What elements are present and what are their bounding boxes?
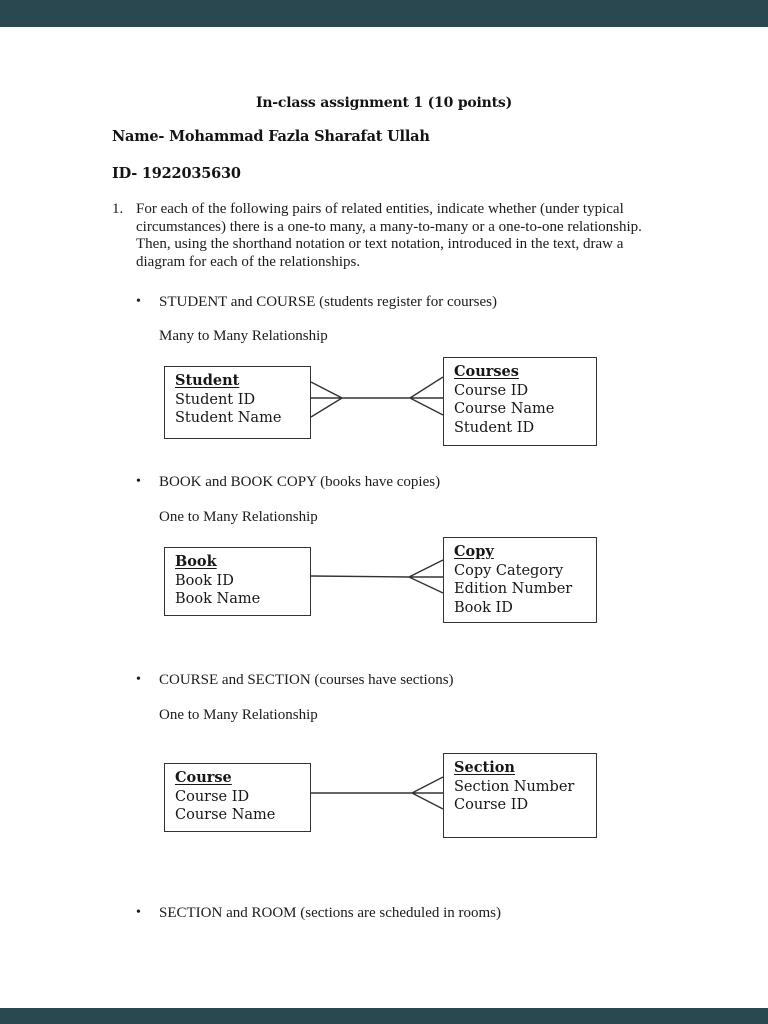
entity-attribute: Course ID (454, 797, 529, 813)
bullet-item-section-room: • SECTION and ROOM (sections are schedul… (136, 905, 501, 922)
bullet-icon: • (136, 905, 141, 920)
bullet-icon: • (136, 672, 141, 687)
student-id-line: ID- 1922035630 (112, 165, 241, 182)
bullet-item-student-course: • STUDENT and COURSE (students register … (136, 294, 497, 311)
relationship-label-3: One to Many Relationship (159, 707, 318, 723)
entity-attribute: Course Name (454, 401, 555, 417)
question-line-2: circumstances) there is a one-to many, a… (136, 218, 642, 235)
relationship-label-2: One to Many Relationship (159, 509, 318, 525)
entity-box-section: Section Section Number Course ID (443, 753, 597, 838)
viewer-top-bar (0, 0, 768, 27)
entity-box-student: Student Student ID Student Name (164, 366, 311, 439)
bullet-label: STUDENT and COURSE (students register fo… (159, 294, 498, 310)
page-title: In-class assignment 1 (10 points) (255, 95, 513, 111)
entity-title-section: Section (454, 759, 515, 776)
crowfoot-connector-many-to-many (310, 376, 444, 418)
entity-attribute: Edition Number (454, 581, 573, 597)
question-line-4: diagram for each of the relationships. (136, 253, 361, 270)
bullet-icon: • (136, 474, 141, 489)
question-line-3: Then, using the shorthand notation or te… (136, 236, 624, 253)
bullet-item-course-section: • COURSE and SECTION (courses have secti… (136, 672, 454, 689)
entity-attribute: Book Name (175, 591, 261, 607)
crowfoot-connector-one-to-many-book (310, 559, 444, 594)
entity-box-book: Book Book ID Book Name (164, 547, 311, 616)
bullet-label: BOOK and BOOK COPY (books have copies) (159, 474, 441, 490)
entity-box-course: Course Course ID Course Name (164, 763, 311, 832)
entity-attribute: Course ID (175, 788, 250, 805)
crowfoot-connector-one-to-many-course (311, 776, 444, 810)
entity-attribute: Course Name (175, 807, 276, 823)
entity-title-copy: Copy (454, 543, 494, 560)
entity-attribute: Copy Category (454, 562, 564, 579)
bullet-icon: • (136, 294, 141, 309)
entity-attribute: Student ID (175, 391, 256, 408)
entity-attribute: Book ID (175, 572, 234, 589)
entity-attribute: Course ID (454, 382, 529, 399)
relationship-label-1: Many to Many Relationship (159, 328, 328, 344)
viewer-bottom-bar (0, 1008, 768, 1024)
entity-attribute: Student ID (454, 419, 535, 436)
entity-attribute: Book ID (454, 599, 513, 616)
entity-title-student: Student (175, 372, 240, 389)
bullet-label: SECTION and ROOM (sections are scheduled… (159, 905, 502, 921)
entity-attribute: Section Number (454, 778, 575, 795)
entity-box-courses: Courses Course ID Course Name Student ID (443, 357, 597, 446)
question-line-1: For each of the following pairs of relat… (136, 201, 624, 217)
entity-attribute: Student Name (175, 410, 282, 426)
question-number: 1. (112, 201, 124, 217)
entity-title-book: Book (175, 553, 217, 570)
entity-box-copy: Copy Copy Category Edition Number Book I… (443, 537, 597, 623)
question-text: For each of the following pairs of relat… (136, 201, 676, 271)
bullet-item-book-copy: • BOOK and BOOK COPY (books have copies) (136, 474, 440, 491)
entity-title-courses: Courses (454, 363, 519, 380)
entity-title-course: Course (175, 769, 232, 786)
bullet-label: COURSE and SECTION (courses have section… (159, 672, 454, 688)
student-name-line: Name- Mohammad Fazla Sharafat Ullah (112, 128, 430, 145)
